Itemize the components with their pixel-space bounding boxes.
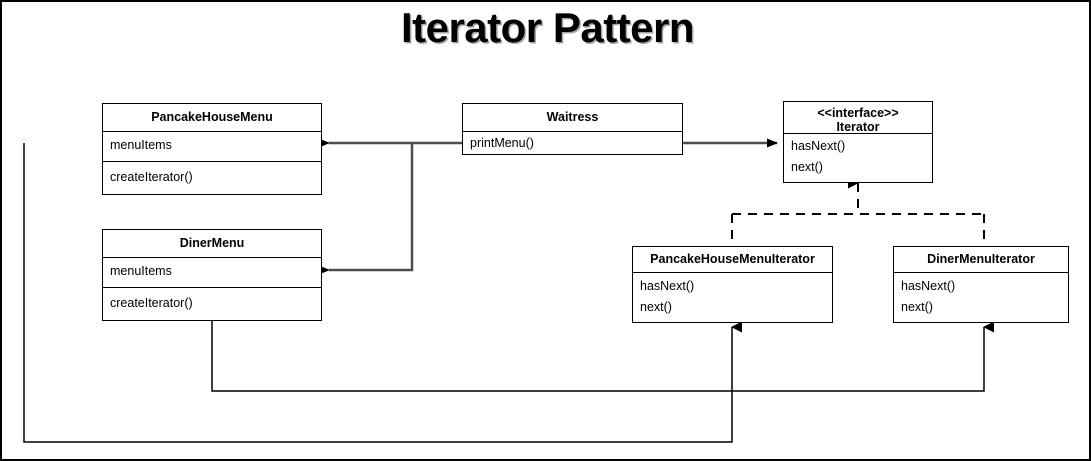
operation-next: next() <box>791 160 823 174</box>
class-box-iterator-interface[interactable]: <<interface>> Iterator hasNext() next() <box>783 101 933 183</box>
class-name-label: Waitress <box>546 110 599 124</box>
class-operations-compartment: hasNext() next() <box>784 134 932 182</box>
class-operations-compartment: createIterator() <box>103 288 321 320</box>
class-name-compartment: Waitress <box>463 104 682 132</box>
operation-create-iterator: createIterator() <box>110 170 193 184</box>
operation-next: next() <box>640 300 672 314</box>
connector-waitress-to-dinermenu <box>319 143 414 275</box>
operation-create-iterator: createIterator() <box>110 296 193 310</box>
class-name-label: PancakeHouseMenu <box>151 110 273 124</box>
class-box-pancake-house-menu[interactable]: PancakeHouseMenu menuItems createIterato… <box>102 103 322 195</box>
stereotype-label: <<interface>> <box>817 106 899 120</box>
page-title: Iterator Pattern <box>400 4 695 51</box>
attribute-menu-items: menuItems <box>110 264 172 278</box>
class-name-compartment: PancakeHouseMenu <box>103 104 321 132</box>
attribute-menu-items: menuItems <box>110 138 172 152</box>
class-box-diner-menu-iterator[interactable]: DinerMenuIterator hasNext() next() <box>893 246 1069 323</box>
connector-pancakehousemenu-creates-iterator <box>23 143 742 443</box>
class-attributes-compartment: menuItems <box>103 132 321 162</box>
class-box-pancake-house-menu-iterator[interactable]: PancakeHouseMenuIterator hasNext() next(… <box>632 246 833 323</box>
class-operations-compartment: hasNext() next() <box>633 273 832 322</box>
operation-print-menu: printMenu() <box>470 136 534 150</box>
class-box-waitress[interactable]: Waitress printMenu() <box>462 103 683 155</box>
interface-name-compartment: <<interface>> Iterator <box>784 102 932 134</box>
operation-has-next: hasNext() <box>901 279 956 293</box>
class-name-compartment: PancakeHouseMenuIterator <box>633 247 832 273</box>
class-name-compartment: DinerMenuIterator <box>894 247 1068 273</box>
operation-next: next() <box>901 300 933 314</box>
class-name-label: DinerMenu <box>179 236 245 250</box>
class-operations-compartment: hasNext() next() <box>894 273 1068 322</box>
connector-iterators-implement-iterator <box>731 177 985 246</box>
class-attributes-compartment: menuItems <box>103 258 321 288</box>
class-name-compartment: DinerMenu <box>103 230 321 258</box>
class-name-label: DinerMenuIterator <box>927 252 1035 266</box>
class-name-label: PancakeHouseMenuIterator <box>650 252 815 266</box>
class-operations-compartment: printMenu() <box>463 132 682 156</box>
connector-dinermenu-creates-iterator <box>211 320 994 392</box>
class-operations-compartment: createIterator() <box>103 162 321 194</box>
operation-has-next: hasNext() <box>791 139 846 153</box>
class-name-label: Iterator <box>836 120 880 134</box>
class-box-diner-menu[interactable]: DinerMenu menuItems createIterator() <box>102 229 322 321</box>
operation-has-next: hasNext() <box>640 279 695 293</box>
